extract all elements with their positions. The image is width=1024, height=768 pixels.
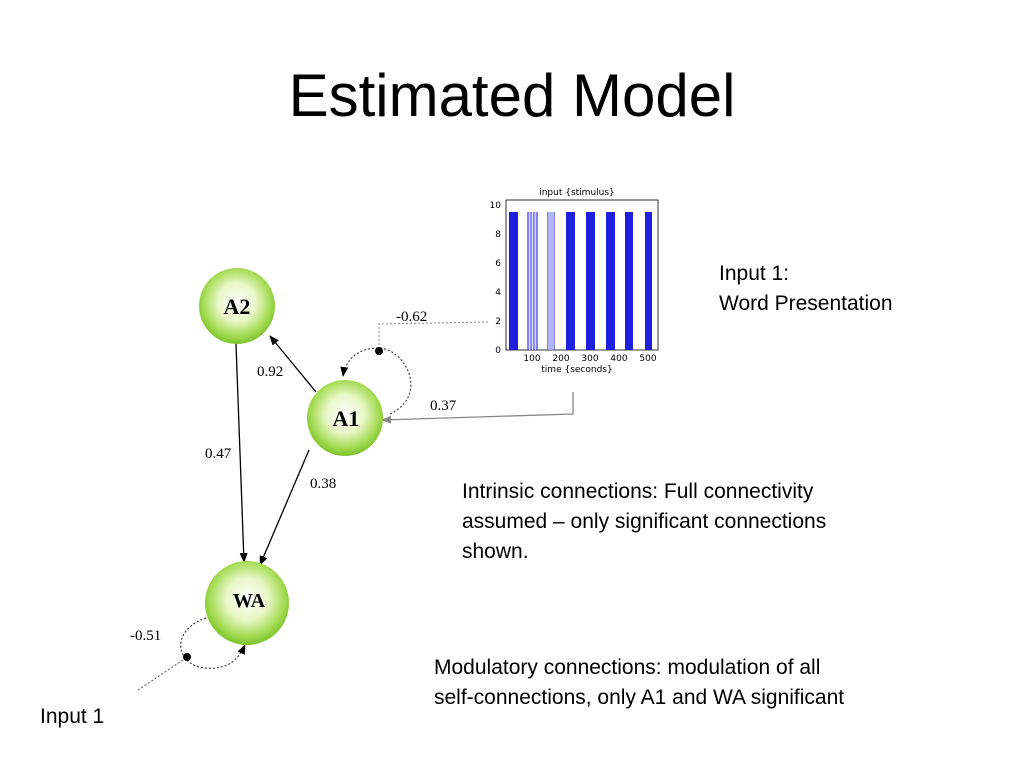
edge-a2-to-wa [235,343,248,563]
x-tick-500: 500 [639,354,656,364]
stimulus-block [606,212,615,350]
input-annotation-line1: Input 1: [719,262,790,285]
y-tick-10: 10 [490,201,502,211]
input-bottom-label: Input 1 [40,702,104,732]
node-a2-label: A2 [224,294,251,319]
stimulus-block [509,212,518,350]
intrinsic-note: Intrinsic connections: Full connectivity… [462,477,826,567]
modulatory-note-line1: Modulatory connections: modulation of al… [434,656,821,679]
self-loop-wa [180,617,246,669]
intrinsic-note-line3: shown. [462,540,529,563]
node-wa-label: WA [233,590,266,612]
modulation-dot-wa [183,653,191,661]
edge-input-to-a1 [381,392,574,424]
x-tick-100: 100 [523,354,540,364]
input-plot-frame [505,199,659,351]
input-plot-y-ticks: 0 2 4 6 8 10 [490,201,502,356]
input-plot-bars [509,212,652,350]
y-tick-0: 0 [495,346,501,356]
stimulus-block [645,212,652,350]
self-loop-a1 [340,347,412,415]
weight-mod-wa: -0.51 [130,628,161,644]
modulation-line-wa [137,657,187,691]
input-annotation-line2: Word Presentation [719,292,893,315]
stimulus-block [566,212,575,350]
x-tick-400: 400 [610,354,627,364]
input-plot-title: input {stimulus} [539,188,615,198]
modulatory-note: Modulatory connections: modulation of al… [434,653,844,713]
input-plot-xlabel: time {seconds} [541,365,612,375]
weight-a1-to-a2: 0.92 [257,364,283,380]
y-tick-4: 4 [495,288,501,298]
y-tick-8: 8 [495,230,501,240]
intrinsic-note-line2: assumed – only significant connections [462,510,827,533]
modulation-dot-a1 [375,347,383,355]
x-tick-300: 300 [581,354,598,364]
y-tick-2: 2 [495,317,501,327]
edge-a1-to-wa [259,449,310,566]
weight-input-to-a1: 0.37 [430,398,457,414]
x-tick-200: 200 [552,354,569,364]
stimulus-block [625,212,633,350]
weight-a2-to-wa: 0.47 [205,446,232,462]
modulatory-note-line2: self-connections, only A1 and WA signifi… [434,686,845,709]
modulation-line-a1 [378,321,489,350]
edge-a1-to-a2 [269,335,317,393]
input-bottom-text: Input 1 [40,705,105,728]
input-plot: input {stimulus} 0 2 4 6 8 10 100 200 30… [490,188,659,375]
node-a1-label: A1 [333,406,360,431]
y-tick-6: 6 [495,259,501,269]
node-a2: A2 [199,268,275,344]
input-annotation: Input 1: Word Presentation [719,259,893,319]
slide-title: Estimated Model [288,62,736,129]
stimulus-block [586,212,595,350]
input-plot-x-ticks: 100 200 300 400 500 [523,354,656,364]
weight-mod-a1: -0.62 [396,309,427,325]
node-wa: WA [205,561,289,645]
node-a1: A1 [307,380,383,456]
weight-a1-to-wa: 0.38 [310,476,336,492]
intrinsic-note-line1: Intrinsic connections: Full connectivity [462,480,814,503]
